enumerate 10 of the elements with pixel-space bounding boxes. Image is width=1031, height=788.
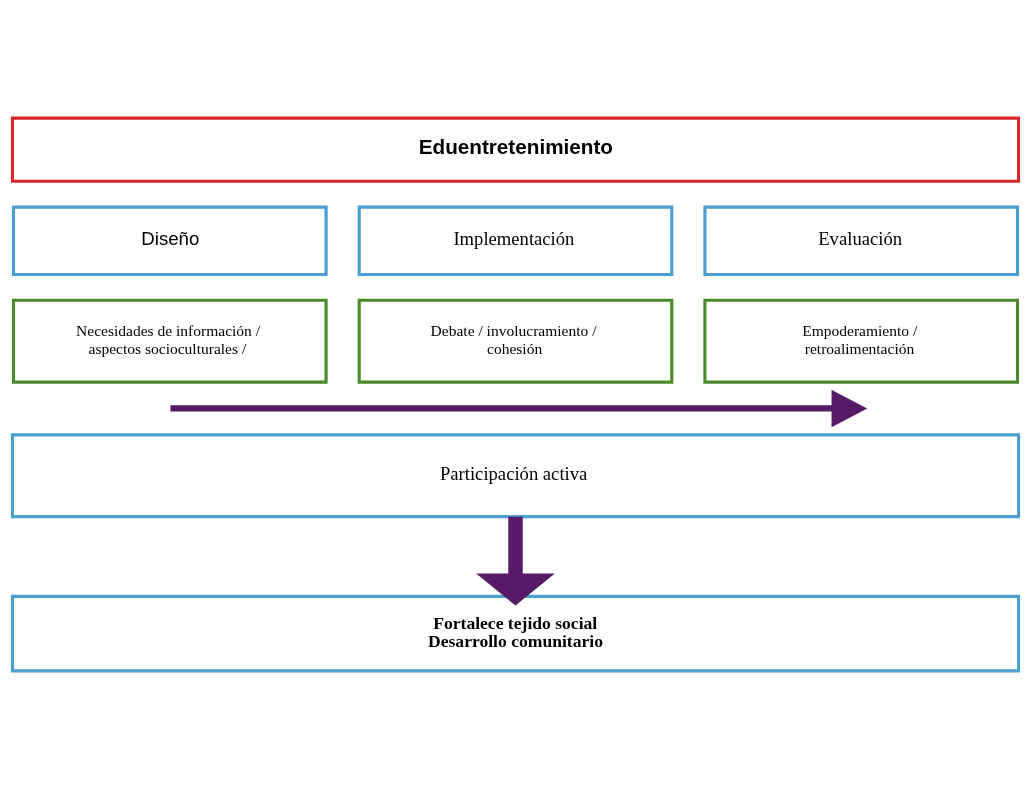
node-box: Implementación <box>357 205 674 276</box>
node-box: Evaluación <box>703 205 1020 276</box>
node-box: Participación activa <box>10 432 1021 518</box>
node-box: Empoderamiento / retroalimentación <box>703 298 1020 384</box>
node-box: Diseño <box>11 205 328 276</box>
node-box: Debate / involucramiento / cohesión <box>357 298 674 384</box>
node-box: Eduentretenimiento <box>10 116 1021 183</box>
node-box: Necesidades de información / aspectos socioculturales / <box>11 298 328 384</box>
node-box: Fortalece tejido social Desarrollo comunitario <box>10 594 1021 672</box>
arrow <box>476 516 555 606</box>
